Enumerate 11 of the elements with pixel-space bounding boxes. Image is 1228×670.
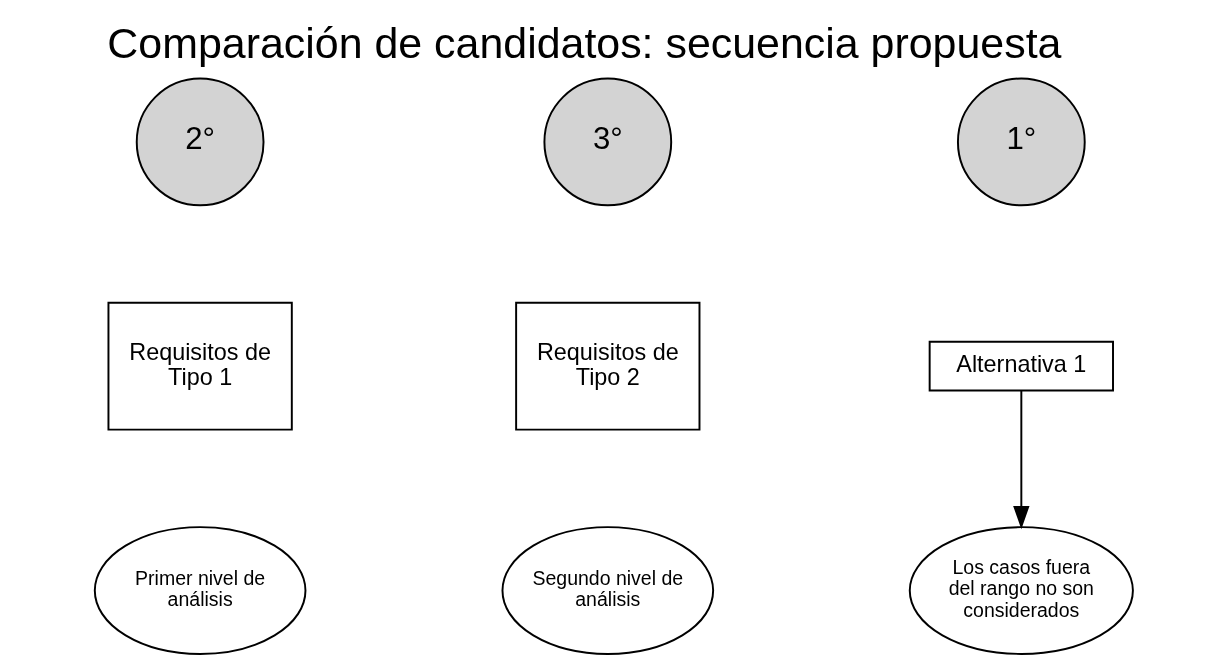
node-box: Requisitos de Tipo 1 — [107, 301, 293, 431]
node-circle: 2° — [135, 77, 265, 207]
diagram-title: Comparación de candidatos: secuencia propuesta — [107, 19, 1062, 68]
node-ellipse: Segundo nivel de análisis — [501, 526, 715, 655]
node-circle: 3° — [543, 77, 673, 207]
node-ellipse: Primer nivel de análisis — [93, 526, 307, 655]
node-box: Requisitos de Tipo 2 — [515, 301, 701, 431]
node-circle: 1° — [956, 77, 1086, 207]
arrow — [1013, 389, 1030, 530]
node-ellipse: Los casos fuera del rango no son considerados — [908, 526, 1134, 655]
node-box: Alternativa 1 — [928, 340, 1114, 392]
